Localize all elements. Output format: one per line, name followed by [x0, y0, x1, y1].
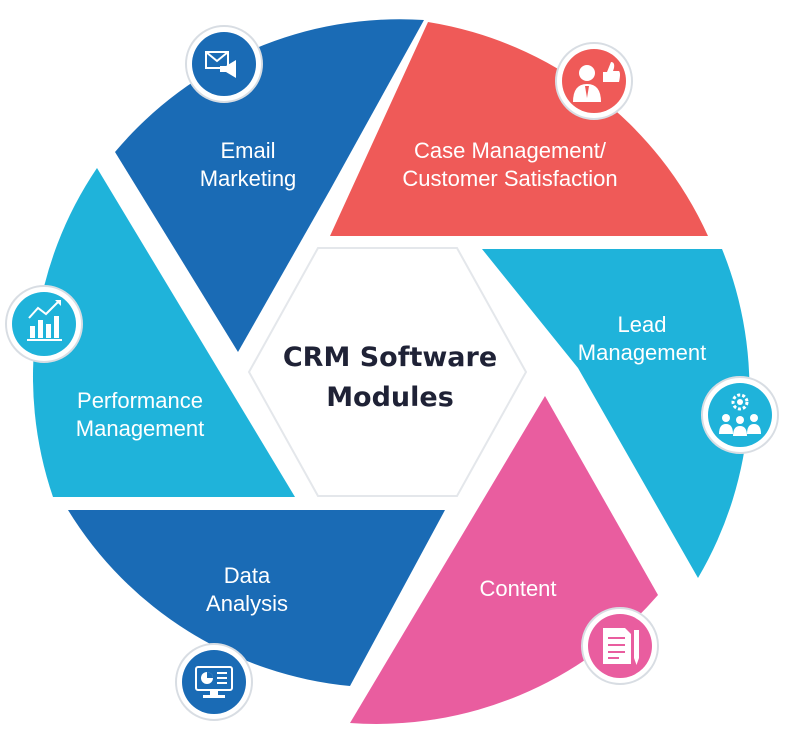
segment-email-shape: [115, 19, 424, 352]
badge-data: [175, 643, 253, 721]
segment-data-label-line1: Data: [224, 563, 271, 588]
badge-performance: [5, 285, 83, 363]
segment-lead-management: Lead Management: [482, 249, 750, 578]
segment-case-management: Case Management/ Customer Satisfaction: [330, 22, 708, 236]
monitor-chart-icon: [195, 666, 233, 698]
segment-content-label: Content: [479, 576, 556, 601]
segment-content-shape: [350, 396, 658, 724]
center-hub: CRM Software Modules: [247, 247, 528, 497]
segment-performance-management: Performance Management: [32, 168, 295, 497]
center-hexagon: [247, 247, 528, 497]
badge-email: [185, 25, 263, 103]
segment-lead-shape: [482, 249, 750, 578]
badge-content: [581, 607, 659, 685]
segment-content: Content: [350, 396, 658, 724]
segment-data-shape: [68, 510, 445, 686]
badge-lead: [701, 376, 779, 454]
growth-chart-icon: [27, 300, 62, 341]
segment-email-label-line1: Email: [220, 138, 275, 163]
team-gear-icon: [719, 393, 761, 436]
segment-case-label-line2: Customer Satisfaction: [402, 166, 617, 191]
email-megaphone-icon: [205, 51, 236, 78]
segment-case-shape: [330, 22, 708, 236]
badge-case: [555, 42, 633, 120]
segment-performance-label-line1: Performance: [77, 388, 203, 413]
customer-thumbs-up-icon: [573, 62, 620, 102]
segment-performance-label-line2: Management: [76, 416, 204, 441]
segment-data-analysis: Data Analysis: [68, 510, 445, 686]
center-title-line1: CRM Software: [283, 342, 497, 373]
segment-email-label-line2: Marketing: [200, 166, 297, 191]
document-pen-icon: [603, 628, 639, 665]
segment-email-marketing: Email Marketing: [115, 19, 424, 352]
segment-lead-label-line2: Management: [578, 340, 706, 365]
segment-case-label-line1: Case Management/: [414, 138, 607, 163]
center-title-line2: Modules: [326, 382, 454, 413]
segment-data-label-line2: Analysis: [206, 591, 288, 616]
segment-lead-label-line1: Lead: [618, 312, 667, 337]
segment-performance-shape: [32, 168, 295, 497]
